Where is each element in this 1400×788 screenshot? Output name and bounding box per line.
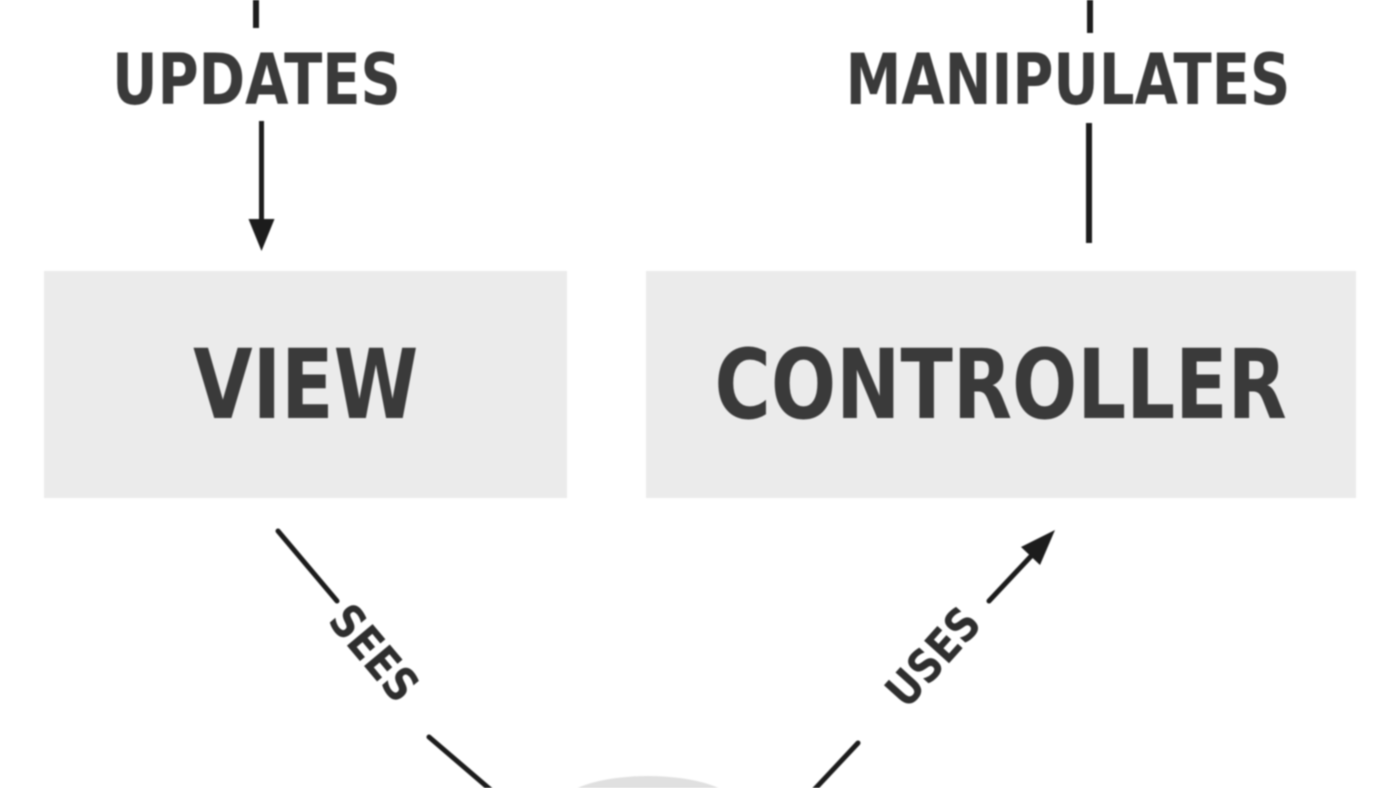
view-node-box: VIEW xyxy=(44,271,567,498)
manipulates-edge-label: MANIPULATES xyxy=(845,39,1291,121)
uses-arrowhead-icon xyxy=(1021,530,1055,565)
uses-line-upper-segment xyxy=(986,550,1037,604)
controller-node-box: CONTROLLER xyxy=(646,271,1356,498)
controller-node-label: CONTROLLER xyxy=(714,328,1288,441)
user-ellipse xyxy=(577,776,719,788)
view-node-label: VIEW xyxy=(192,328,419,441)
uses-line-lower-segment xyxy=(812,740,861,788)
manipulates-edge-label-anchor: MANIPULATES xyxy=(790,39,1291,121)
updates-edge-label-anchor: UPDATES xyxy=(56,45,456,115)
sees-line-lower-segment xyxy=(426,734,493,788)
updates-arrowhead-icon xyxy=(248,219,275,251)
updates-edge-label: UPDATES xyxy=(111,39,401,121)
sees-line-upper-segment xyxy=(275,528,340,604)
